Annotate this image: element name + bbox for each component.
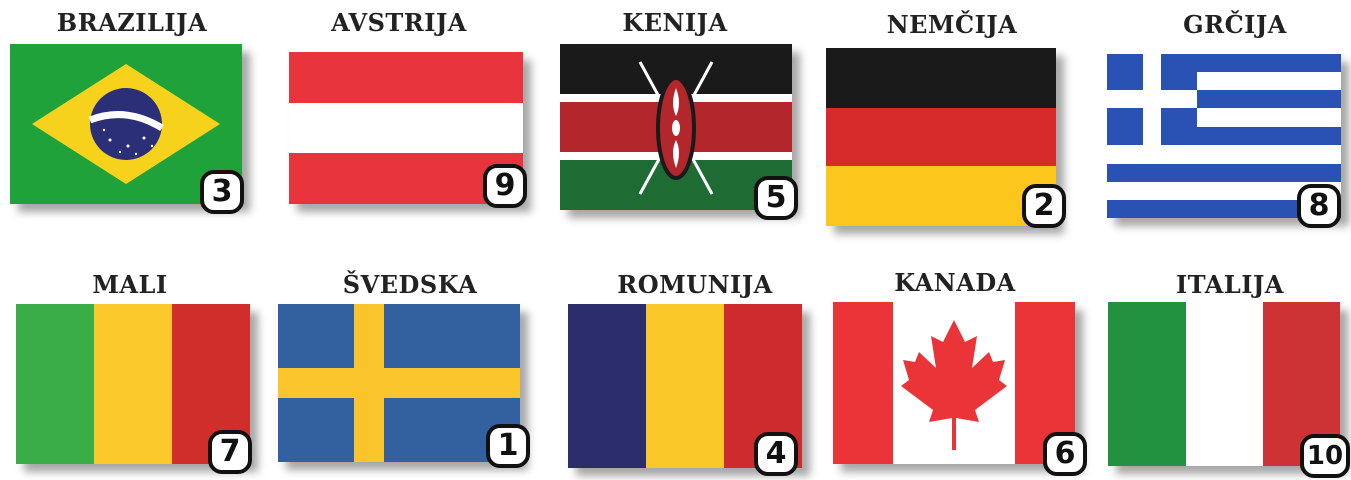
flag-brazil [10,44,242,204]
number-badge-italy: 10 [1300,434,1350,478]
number-badge-greece: 8 [1297,184,1341,228]
flag-card-germany: NEMČIJA 2 [818,8,1088,233]
flag-kenya [560,44,792,210]
number-badge-brazil: 3 [200,170,244,214]
number-badge-germany: 2 [1022,184,1066,228]
flag-card-romania: ROMUNIJA 4 [560,270,830,480]
country-name-canada: KANADA [894,268,1016,297]
flag-sweden [278,304,520,462]
flag-italy [1108,302,1340,466]
country-name-brazil: BRAZILIJA [56,8,208,37]
flag-germany [826,48,1056,226]
number-badge-romania: 4 [754,432,798,476]
country-name-austria: AVSTRIJA [331,8,467,37]
flag-card-brazil: BRAZILIJA 3 [0,8,270,233]
country-name-sweden: ŠVEDSKA [342,270,478,299]
flag-card-mali: MALI 7 [0,270,270,480]
number-badge-mali: 7 [208,430,252,474]
country-name-italy: ITALIJA [1176,270,1284,299]
flag-card-austria: AVSTRIJA 9 [275,8,545,233]
country-name-germany: NEMČIJA [886,10,1018,39]
flag-card-kenya: KENIJA 5 [548,8,818,233]
country-name-romania: ROMUNIJA [617,270,773,299]
country-name-mali: MALI [92,270,168,299]
flag-canada [833,302,1075,464]
country-name-kenya: KENIJA [622,8,728,37]
flag-card-sweden: ŠVEDSKA 1 [270,270,550,480]
flag-austria [289,52,523,204]
flag-card-greece: GRČIJA 8 [1095,8,1351,233]
flag-card-canada: KANADA 6 [825,268,1095,480]
flag-card-italy: ITALIJA 10 [1100,270,1351,480]
country-name-greece: GRČIJA [1183,10,1287,39]
number-badge-kenya: 5 [754,176,798,220]
number-badge-austria: 9 [483,164,527,208]
number-badge-canada: 6 [1043,432,1087,476]
number-badge-sweden: 1 [486,424,530,468]
